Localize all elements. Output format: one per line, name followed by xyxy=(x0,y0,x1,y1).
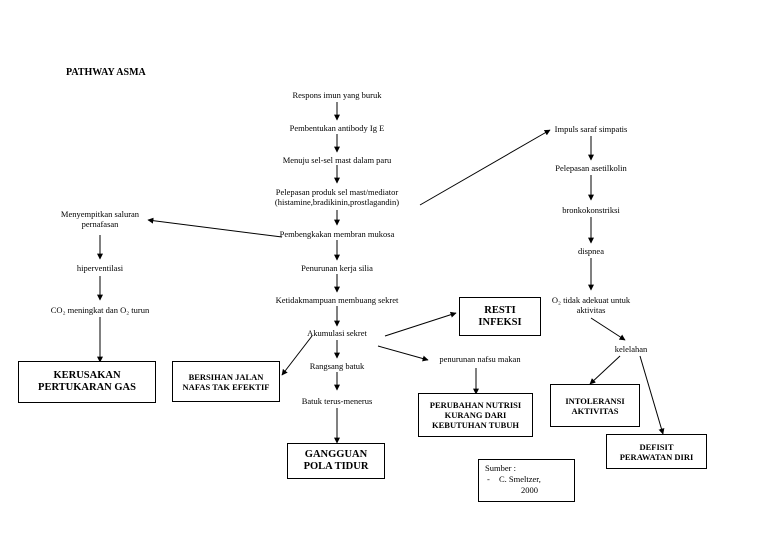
arrow-to-impuls xyxy=(419,129,551,206)
step-penurunan-silia: Penurunan kerja silia xyxy=(301,263,373,273)
step-menyempitkan-line2: pernafasan xyxy=(81,219,119,229)
step-impuls-saraf: Impuls saraf simpatis xyxy=(554,124,628,134)
dx-kerusakan-line2: PERTUKARAN GAS xyxy=(38,382,136,393)
arrow-to-bersihan xyxy=(281,335,313,376)
step-pembengkakan: Pembengkakan membran mukosa xyxy=(279,229,395,239)
step-hiperventilasi: hiperventilasi xyxy=(76,263,124,273)
dx-nutrisi-line1: PERUBAHAN NUTRISI xyxy=(429,400,522,410)
step-sel-mast: Menuju sel-sel mast dalam paru xyxy=(282,155,392,165)
step-rangsang-batuk: Rangsang batuk xyxy=(309,361,365,371)
step-pelepasan-line2: (histamine,bradikinin,prostlagandin) xyxy=(274,197,400,207)
step-nafsu-makan: penurunan nafsu makan xyxy=(439,354,521,364)
dx-intoleransi-line1: INTOLERANSI xyxy=(565,395,625,406)
step-pelepasan-line1: Pelepasan produk sel mast/mediator xyxy=(275,187,399,197)
step-batuk-terus: Batuk terus-menerus xyxy=(301,396,373,406)
dx-kerusakan-pertukaran-gas: KERUSAKAN PERTUKARAN GAS xyxy=(18,361,156,403)
step-o2-line2: aktivitas xyxy=(576,305,606,315)
dx-bersihan-jalan-nafas: BERSIHAN JALAN NAFAS TAK EFEKTIF xyxy=(172,361,280,402)
step-respons-imun: Respons imun yang buruk xyxy=(292,90,382,100)
dx-intoleransi-aktivitas: INTOLERANSI AKTIVITAS xyxy=(550,384,640,427)
dx-intoleransi-line2: AKTIVITAS xyxy=(571,405,619,416)
dx-defisit-line2: PERAWATAN DIRI xyxy=(619,451,694,462)
step-kelelahan: kelelahan xyxy=(614,344,648,354)
step-menyempitkan-line1: Menyempitkan saluran xyxy=(60,209,140,219)
step-akumulasi-sekret: Akumulasi sekret xyxy=(307,328,367,338)
dx-gangguan-pola-tidur: GANGGUAN POLA TIDUR xyxy=(287,443,385,479)
arrow-r5 xyxy=(590,317,626,341)
dx-resti-line1: RESTI xyxy=(484,304,516,316)
step-asetilkolin: Pelepasan asetilkolin xyxy=(555,163,627,173)
dx-resti-infeksi: RESTI INFEKSI xyxy=(459,297,541,336)
step-bronkokonstriksi: bronkokonstriksi xyxy=(562,205,620,215)
dx-resti-line2: INFEKSI xyxy=(478,316,522,328)
arrow-r6 xyxy=(589,355,621,385)
step-co2-meningkat: CO₂ meningkat dan O₂ turun xyxy=(50,305,150,315)
dx-bersihan-line1: BERSIHAN JALAN xyxy=(188,371,264,382)
step-menyempitkan: Menyempitkan saluran pernafasan xyxy=(50,209,150,229)
arrow-to-menyempitkan xyxy=(147,217,283,238)
step-dispnea: dispnea xyxy=(578,246,604,256)
source-author: C. Smeltzer, xyxy=(485,474,568,485)
source-label: Sumber : xyxy=(485,463,516,473)
dx-nutrisi-line3: KEBUTUHAN TUBUH xyxy=(432,420,519,430)
arrow-to-resti xyxy=(384,311,457,337)
dx-tidur-line1: GANGGUAN xyxy=(304,449,368,460)
dx-defisit-line1: DEFISIT xyxy=(639,441,674,452)
arrow-to-nafsu xyxy=(377,345,429,362)
step-o2-tidak-adekuat: O₂ tidak adekuat untuk aktivitas xyxy=(536,295,646,315)
step-pelepasan-mediator: Pelepasan produk sel mast/mediator (hist… xyxy=(257,187,417,207)
step-ketidakmampuan: Ketidakmampuan membuang sekret xyxy=(275,295,399,305)
dx-defisit-perawatan-diri: DEFISIT PERAWATAN DIRI xyxy=(606,434,707,469)
arrow-r7 xyxy=(639,355,665,435)
dx-nutrisi-line2: KURANG DARI xyxy=(444,410,507,420)
dx-bersihan-line2: NAFAS TAK EFEKTIF xyxy=(182,381,270,392)
source-box: Sumber : C. Smeltzer, 2000 xyxy=(478,459,575,502)
source-year: 2000 xyxy=(521,485,538,495)
step-antibody-ige: Pembentukan antibody Ig E xyxy=(289,123,385,133)
dx-tidur-line2: POLA TIDUR xyxy=(303,461,369,472)
dx-kerusakan-line1: KERUSAKAN xyxy=(53,370,121,381)
step-o2-line1: O₂ tidak adekuat untuk xyxy=(551,295,631,305)
page-title: PATHWAY ASMA xyxy=(66,67,146,78)
dx-perubahan-nutrisi: PERUBAHAN NUTRISI KURANG DARI KEBUTUHAN … xyxy=(418,393,533,437)
